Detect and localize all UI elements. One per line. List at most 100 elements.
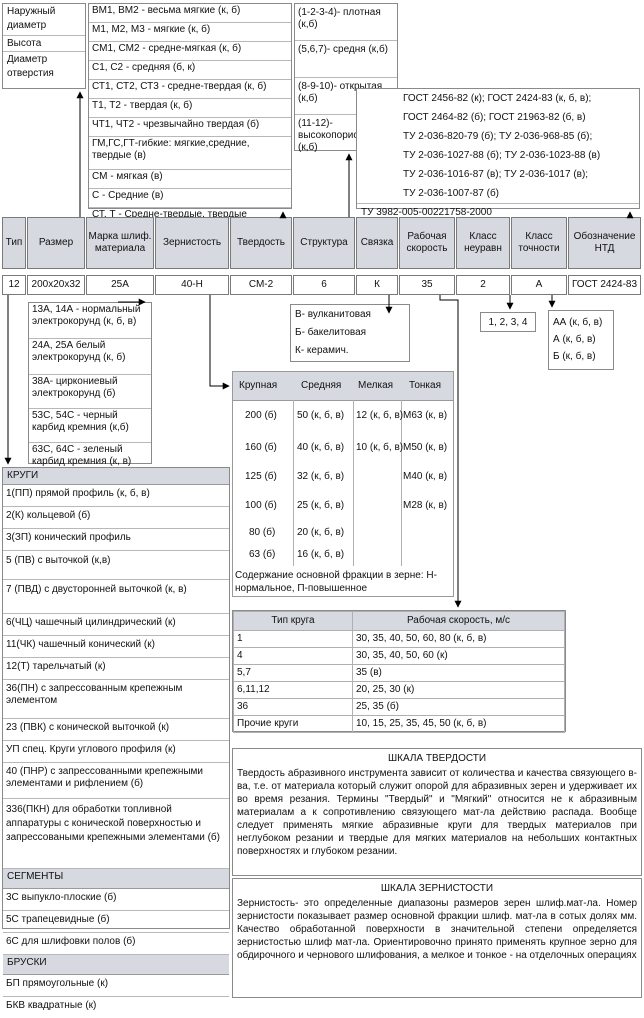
circle-item: 6(ЧЦ) чашечный цилиндрический (к)	[3, 614, 229, 636]
circle-item: 2(К) кольцевой (б)	[3, 507, 229, 529]
hardness-item: СМ1, СМ2 - средне-мягкая (к, б)	[89, 42, 291, 61]
grain-coarse-cell: 100 (б)	[245, 500, 277, 511]
imbalance-legend: 1, 2, 3, 4	[480, 312, 536, 332]
product-types-table: КРУГИ 1(ПП) прямой профиль (к, б, в) 2(К…	[2, 467, 230, 1011]
accuracy-item: Б (к, б, в)	[553, 351, 596, 362]
structure-item: (8-9-10)- открытая (к,б)	[295, 78, 397, 115]
hardness-item: ВМ1, ВМ2 - весьма мягкие (к, б)	[89, 4, 291, 23]
circle-item: 336(ПКН) для обработки топливной аппарат…	[3, 799, 229, 869]
grain-header-medium: Средняя	[301, 380, 342, 391]
grain-coarse-cell: 125 (б)	[245, 471, 277, 482]
segment-item: 3С выпукло-плоские (б)	[3, 889, 229, 911]
circle-item: 3(ЗП) конический профиль	[3, 529, 229, 551]
grain-medium-cell: 32 (к, б, в)	[297, 471, 345, 482]
ntd-item: ТУ 2-036-1007-87 (б)	[357, 184, 639, 204]
value-bond: К	[356, 275, 398, 295]
grain-thin-cell: М63 (к, в)	[403, 410, 448, 421]
header-structure: Структура	[293, 217, 355, 269]
grain-fine-cell: 10 (к, б, в)	[356, 442, 404, 453]
value-hardness: СМ-2	[230, 275, 292, 295]
bond-item: Б- бакелитовая	[295, 327, 367, 338]
grain-medium-cell: 25 (к, б, в)	[297, 500, 345, 511]
grain-coarse-cell: 200 (б)	[245, 410, 277, 421]
speed-row-type: Прочие круги	[233, 715, 353, 733]
circle-item: 40 (ПНР) с запрессованными крепежными эл…	[3, 763, 229, 799]
ntd-item: ГОСТ 2464-82 (б); ГОСТ 21963-82 (б, в)	[403, 112, 586, 123]
material-item: 13А, 14А - нормальный электрокорунд (к, …	[29, 303, 151, 339]
grain-thin-cell: М40 (к, в)	[403, 471, 448, 482]
arrow-grain-to-table	[209, 295, 230, 390]
circle-item: УП спец. Круги углового профиля (к)	[3, 741, 229, 763]
hardness-item: СМ - мягкая (в)	[89, 170, 291, 189]
accuracy-legend: АА (к, б, в) А (к, б, в) Б (к, б, в)	[548, 310, 614, 370]
material-item: 38А- циркониевый электрокорунд (б)	[29, 375, 151, 409]
value-working-speed: 35	[399, 275, 455, 295]
grain-grid-lines	[353, 400, 354, 566]
grain-table: Крупная Средняя Мелкая Тонкая 200 (б) 16…	[232, 371, 454, 597]
material-item: 63С, 64С - зеленый карбид кремния (к, в)	[32, 444, 132, 467]
speed-row-value: 35 (в)	[352, 664, 565, 682]
circle-item: 1(ПП) прямой профиль (к, б, в)	[3, 485, 229, 507]
grain-scale-text: Зернистость- это определенные диапазоны …	[237, 898, 637, 961]
material-item: 24А, 25А белый электрокорунд (к, б)	[29, 339, 151, 375]
bond-legend: В- вулканитовая Б- бакелитовая К- керами…	[290, 304, 410, 362]
hardness-item: Т1, Т2 - твердая (к, б)	[89, 99, 291, 118]
value-structure: 6	[293, 275, 355, 295]
accuracy-item: А (к, б, в)	[553, 334, 596, 345]
bars-title: БРУСКИ	[3, 955, 229, 975]
speed-row-value: 30, 35, 40, 50, 60, 80 (к, б, в)	[352, 630, 565, 648]
accuracy-item: АА (к, б, в)	[553, 317, 603, 328]
grain-medium-cell: 50 (к, б, в)	[297, 410, 345, 421]
grain-fraction-note: Содержание основной фракции в зерне: Н-н…	[235, 570, 437, 594]
hardness-scale-text: Твердость абразивного инструмента зависи…	[237, 768, 637, 857]
legend-hole-diameter: Диаметр отверстия	[7, 54, 54, 79]
grain-scale-box: ШКАЛА ЗЕРНИСТОСТИ Зернистость- это опред…	[232, 878, 642, 998]
header-type: Тип	[2, 217, 26, 269]
grain-header-fine: Мелкая	[358, 380, 394, 391]
bar-item: БКВ квадратные (к)	[6, 1000, 97, 1011]
hardness-item: СТ, Т - Средне-твердые, твердые	[92, 209, 247, 220]
grain-fine-cell: 12 (к, б, в)	[356, 410, 404, 421]
circle-item: 11(ЧК) чашечный конический (к)	[3, 636, 229, 658]
grain-coarse-cell: 80 (б)	[249, 527, 276, 538]
circles-title: КРУГИ	[3, 468, 229, 485]
value-abrasive-material: 25А	[86, 275, 154, 295]
grain-scale-title: ШКАЛА ЗЕРНИСТОСТИ	[380, 883, 494, 894]
ntd-item: ТУ 2-036-1016-87 (в); ТУ 2-036-1017 (в);	[403, 169, 589, 180]
legend-outer-diameter: Наружный диаметр	[3, 4, 85, 36]
material-item: 53С, 54С - черный карбид кремния (к,б)	[29, 409, 151, 443]
speed-row-type: 6,11,12	[233, 681, 353, 699]
hardness-item: ГМ,ГС,ГТ-гибкие: мягкие,средние, твердые…	[89, 137, 291, 170]
grain-thin-cell: М28 (к, в)	[403, 500, 448, 511]
imbalance-values: 1, 2, 3, 4	[488, 316, 528, 328]
circle-item: 23 (ПВК) с конической выточкой (к)	[3, 719, 229, 741]
header-accuracy-class: Класс точности	[511, 217, 567, 269]
grain-medium-cell: 40 (к, б, в)	[297, 442, 345, 453]
value-size: 200х20х32	[27, 275, 85, 295]
structure-item: (1-2-3-4)- плотная (к,б)	[295, 4, 397, 41]
bar-item: БП прямоугольные (к)	[3, 975, 229, 997]
header-abrasive-material: Марка шлиф. материала	[86, 217, 154, 269]
structure-item: (11-12)- высокопористая (к,б)	[298, 118, 374, 153]
speed-row-type: 36	[233, 698, 353, 716]
grain-header-coarse: Крупная	[239, 380, 278, 391]
header-imbalance-class: Класс неуравн	[456, 217, 510, 269]
ntd-item: ГОСТ 2456-82 (к); ГОСТ 2424-83 (к, б, в)…	[403, 93, 592, 104]
ntd-item: ТУ 2-036-1027-88 (б); ТУ 2-036-1023-88 (…	[403, 150, 601, 161]
hardness-scale-box: ШКАЛА ТВЕРДОСТИ Твердость абразивного ин…	[232, 748, 642, 876]
bond-item: В- вулканитовая	[295, 309, 371, 320]
bond-item: К- керамич.	[295, 345, 349, 356]
circle-item: 36(ПН) с запрессованным крепежным элемен…	[3, 680, 229, 719]
hardness-item: ЧТ1, ЧТ2 - чрезвычайно твердая (б)	[89, 118, 291, 137]
speed-row-value: 20, 25, 30 (к)	[352, 681, 565, 699]
speed-row-type: 1	[233, 630, 353, 648]
value-accuracy-class: А	[511, 275, 567, 295]
circle-item: 12(Т) тарельчатый (к)	[3, 658, 229, 680]
segment-item: 5С трапецевидные (б)	[3, 911, 229, 933]
hardness-item: С1, С2 - средняя (б, к)	[89, 61, 291, 80]
grain-grid-lines	[401, 400, 402, 566]
header-size: Размер	[27, 217, 85, 269]
speed-row-value: 30, 35, 40, 50, 60 (к)	[352, 647, 565, 665]
grain-header-thin: Тонкая	[409, 380, 441, 391]
